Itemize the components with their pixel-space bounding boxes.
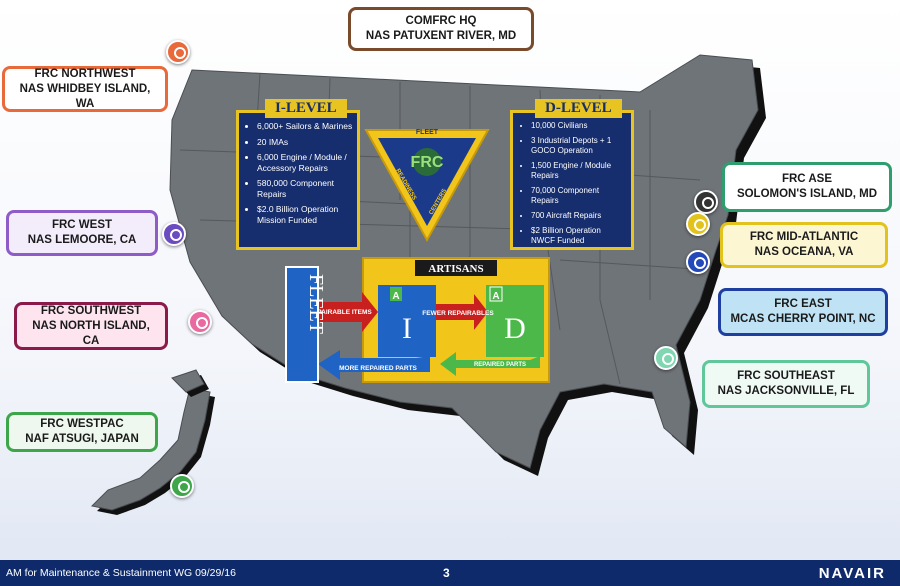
- site-line1: FRC SOUTHEAST: [737, 370, 835, 382]
- site-line2: NAS NORTH ISLAND, CA: [32, 319, 150, 347]
- d-level-item: 3 Industrial Depots + 1 GOCO Operation: [531, 136, 627, 156]
- i-level-title: I-LEVEL: [265, 99, 347, 118]
- site-line1: FRC ASE: [781, 173, 833, 185]
- mid-atlantic-wrench-icon: [686, 212, 710, 236]
- artisans-flow-diagram: ARTISANS A I A D REPAIRABLE ITEMS FEWER …: [285, 257, 550, 383]
- i-level-item: 6,000+ Sailors & Marines: [257, 121, 353, 132]
- site-line1: FRC SOUTHWEST: [40, 304, 142, 317]
- site-line2: NAF ATSUGI, JAPAN: [25, 433, 139, 445]
- fleet-label: FLEET: [305, 274, 327, 334]
- frc-northwest-box: FRC NORTHWEST NAS WHIDBEY ISLAND, WA: [2, 66, 168, 112]
- site-line1: FRC WESTPAC: [40, 418, 124, 430]
- site-line1: FRC MID-ATLANTIC: [749, 231, 859, 243]
- i-level-item: $2.0 Billion Operation Mission Funded: [257, 204, 353, 225]
- d-level-item: 10,000 Civilians: [531, 121, 627, 131]
- d-label: D: [504, 312, 526, 345]
- comfrc-hq-box: COMFRC HQ NAS PATUXENT RIVER, MD: [348, 7, 534, 51]
- site-line2: NAS LEMOORE, CA: [27, 234, 137, 246]
- site-line1: FRC NORTHWEST: [34, 67, 136, 80]
- i-level-list: 6,000+ Sailors & Marines 20 IMAs 6,000 E…: [239, 113, 357, 225]
- d-level-list: 10,000 Civilians 3 Industrial Depots + 1…: [513, 113, 631, 246]
- site-line2: NAS OCEANA, VA: [754, 246, 854, 258]
- site-line1: FRC WEST: [51, 219, 113, 231]
- d-level-item: $2 Billion Operation NWCF Funded: [531, 226, 627, 246]
- d-level-item: 70,000 Component Repairs: [531, 186, 627, 206]
- i-level-item: 580,000 Component Repairs: [257, 178, 353, 199]
- site-line2: NAS JACKSONVILLE, FL: [717, 385, 855, 397]
- northwest-wrench-icon: [166, 40, 190, 64]
- frc-ase-box: FRC ASE SOLOMON'S ISLAND, MD: [722, 162, 892, 212]
- more-repaired-parts-label: MORE REPAIRED PARTS: [339, 365, 417, 372]
- d-level-item: 700 Aircraft Repairs: [531, 211, 627, 221]
- d-level-title: D-LEVEL: [535, 99, 622, 118]
- i-level-item: 20 IMAs: [257, 137, 353, 148]
- southwest-wrench-icon: [188, 310, 212, 334]
- frc-southwest-box: FRC SOUTHWEST NAS NORTH ISLAND, CA: [14, 302, 168, 350]
- west-wrench-icon: [162, 222, 186, 246]
- site-line1: FRC EAST: [774, 298, 832, 310]
- i-label: I: [402, 312, 412, 345]
- frc-west-box: FRC WEST NAS LEMOORE, CA: [6, 210, 158, 256]
- page-number: 3: [443, 566, 450, 580]
- repaired-parts-label: REPAIRED PARTS: [474, 362, 526, 368]
- repairable-items-label: REPAIRABLE ITEMS: [308, 309, 372, 316]
- frc-mid-atlantic-box: FRC MID-ATLANTIC NAS OCEANA, VA: [720, 222, 888, 268]
- east-wrench-icon: [686, 250, 710, 274]
- frc-east-box: FRC EAST MCAS CHERRY POINT, NC: [718, 288, 888, 336]
- fewer-repairables-label: FEWER REPAIRABLES: [422, 310, 494, 317]
- frc-southeast-box: FRC SOUTHEAST NAS JACKSONVILLE, FL: [702, 360, 870, 408]
- frc-emblem: FLEET FRC READINESS CENTERS: [364, 129, 490, 243]
- navair-logo: NAVAIR: [818, 565, 886, 582]
- ase-wrench-icon: [694, 190, 718, 214]
- site-line2: NAS WHIDBEY ISLAND, WA: [19, 82, 151, 110]
- emblem-center: FRC: [411, 154, 444, 171]
- footer-bar: AM for Maintenance & Sustainment WG 09/2…: [0, 560, 900, 586]
- d-level-item: 1,500 Engine / Module Repairs: [531, 161, 627, 181]
- hq-line1: COMFRC HQ: [405, 15, 477, 27]
- site-line2: SOLOMON'S ISLAND, MD: [736, 188, 878, 200]
- frc-westpac-box: FRC WESTPAC NAF ATSUGI, JAPAN: [6, 412, 158, 452]
- footer-caption: AM for Maintenance & Sustainment WG 09/2…: [6, 567, 236, 579]
- i-level-panel: I-LEVEL 6,000+ Sailors & Marines 20 IMAs…: [236, 99, 360, 250]
- emblem-top: FLEET: [416, 129, 439, 136]
- d-level-panel: D-LEVEL 10,000 Civilians 3 Industrial De…: [510, 99, 634, 250]
- d-a-label: A: [492, 291, 499, 302]
- hq-line2: NAS PATUXENT RIVER, MD: [365, 30, 517, 42]
- westpac-wrench-icon: [170, 474, 194, 498]
- i-level-item: 6,000 Engine / Module / Accessory Repair…: [257, 152, 353, 173]
- japan-map: [90, 369, 215, 515]
- southeast-wrench-icon: [654, 346, 678, 370]
- artisans-label: ARTISANS: [428, 263, 483, 275]
- site-line2: MCAS CHERRY POINT, NC: [730, 313, 876, 325]
- i-a-label: A: [392, 291, 399, 302]
